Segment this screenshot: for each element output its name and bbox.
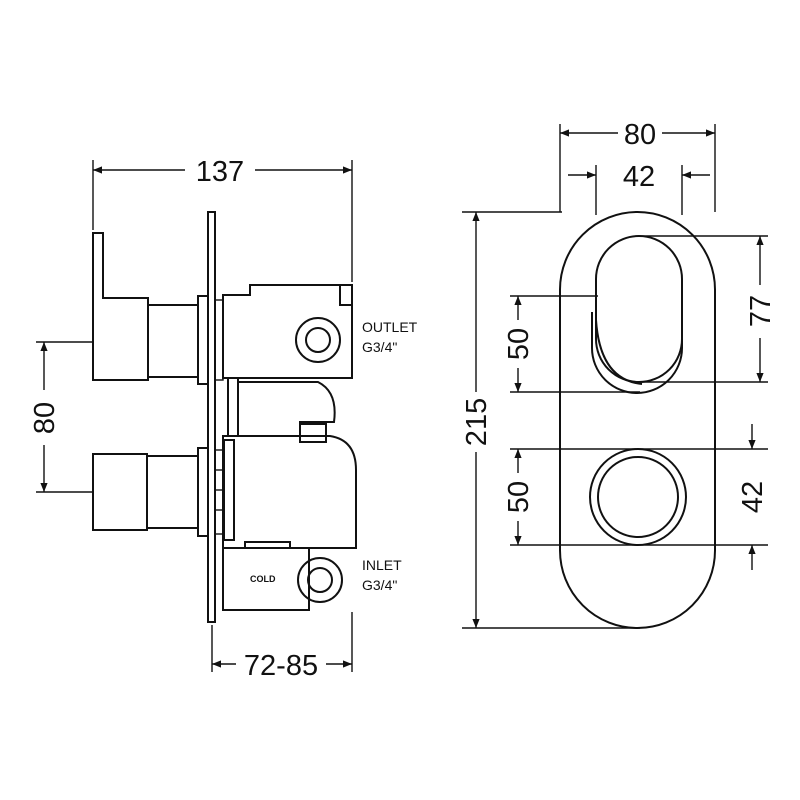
outlet-thread: G3/4" (362, 339, 397, 355)
dimension-plate-height: 215 (461, 211, 640, 629)
lever-height-label: 77 (745, 295, 777, 327)
lever-front (591, 235, 683, 394)
outlet-port (295, 317, 341, 363)
plate-width-label: 80 (624, 119, 656, 151)
knob-diameter-label: 42 (737, 481, 769, 513)
side-view: OUTLET G3/4" INLET G3/4" COLD 137 80 72 (29, 156, 418, 682)
dimension-knob-diameter: 42 (640, 424, 769, 570)
dimension-handle-width: 42 (568, 161, 710, 215)
inlet-thread: G3/4" (362, 577, 397, 593)
overall-width-label: 137 (196, 156, 244, 188)
depth-label: 72-85 (244, 650, 318, 682)
lever-offset-label: 50 (503, 328, 535, 360)
dimension-lever-height: 77 (640, 235, 777, 383)
inlet-label: INLET (362, 557, 402, 573)
dimension-knob-offset: 50 (503, 448, 640, 546)
dimension-depth: 72-85 (211, 612, 353, 682)
dimension-overall-width: 137 (92, 156, 353, 282)
dimension-lever-offset: 50 (503, 295, 640, 393)
wall-plate (207, 211, 216, 623)
dimension-plate-width: 80 (559, 119, 716, 212)
knob-front (589, 448, 687, 546)
knob-offset-label: 50 (503, 481, 535, 513)
front-view: 80 42 215 50 (461, 119, 777, 629)
plate-height-label: 215 (461, 398, 493, 446)
knob-handle (92, 447, 224, 537)
dimension-handle-spacing: 80 (29, 341, 92, 493)
valve-body (222, 284, 357, 611)
handle-width-label: 42 (623, 161, 655, 193)
lever-handle (92, 232, 224, 385)
outlet-label: OUTLET (362, 319, 418, 335)
faceplate (559, 211, 716, 629)
cold-label: COLD (250, 574, 276, 584)
handle-spacing-label: 80 (29, 402, 61, 434)
inlet-port (297, 557, 343, 603)
